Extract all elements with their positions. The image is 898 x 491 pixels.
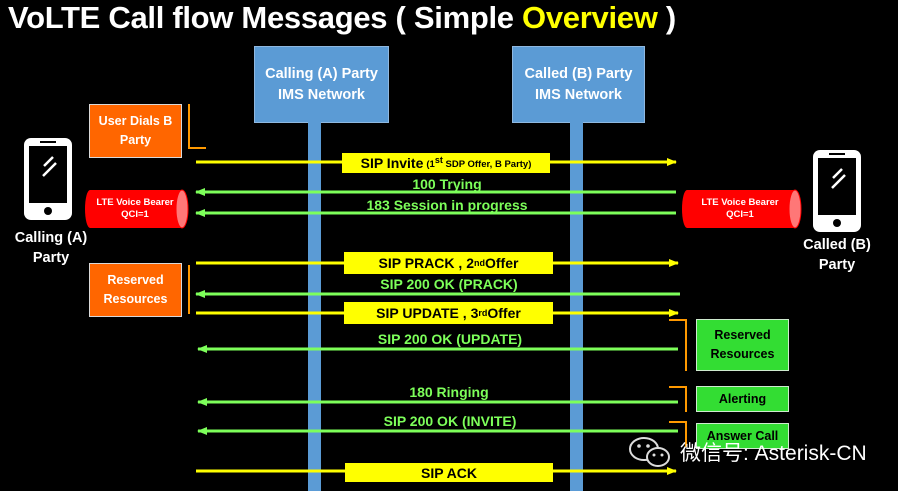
bracket-reserved-resources-a: [188, 265, 190, 314]
label-100-trying: 100 Trying: [412, 176, 482, 192]
label-180-ringing: 180 Ringing: [409, 384, 489, 400]
calling-party-label: Calling (A)Party: [14, 230, 88, 266]
calling-smartphone-icon: [24, 138, 72, 220]
bracket-alerting: [669, 386, 687, 412]
wechat-icon: [629, 437, 670, 467]
label-sip-ack: SIP ACK: [345, 463, 553, 482]
label-200-ok-invite: SIP 200 OK (INVITE): [383, 413, 517, 429]
title-highlight: Overview: [522, 0, 658, 35]
called-voice-bearer-cylinder: [682, 189, 802, 229]
bracket-user-dials: [188, 104, 206, 149]
called-party-label: Called (B)Party: [803, 237, 871, 273]
label-200-ok-update: SIP 200 OK (UPDATE): [377, 331, 523, 347]
note-alerting: Alerting: [696, 386, 789, 412]
bracket-reserved-resources-b: [669, 319, 687, 371]
label-sip-invite: SIP Invite (1st SDP Offer, B Party): [342, 153, 550, 173]
label-183-session-progress: 183 Session in progress: [366, 197, 528, 213]
bracket-answer-call: [669, 421, 687, 447]
wechat-watermark: 微信号: Asterisk-CN: [628, 435, 867, 469]
calling-voice-bearer-cylinder: [85, 189, 189, 229]
page-title: VoLTE Call flow Messages ( Simple Overvi…: [8, 0, 676, 35]
watermark-text: 微信号: Asterisk-CN: [680, 442, 867, 465]
label-200-ok-prack: SIP 200 OK (PRACK): [380, 276, 518, 292]
note-answer-call: Answer Call: [696, 423, 789, 449]
called-smartphone-icon: [813, 150, 861, 232]
